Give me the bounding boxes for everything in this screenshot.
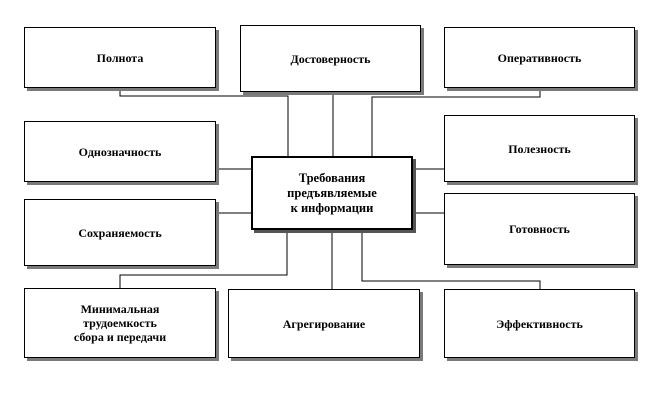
connector-trudoemkost [119,230,288,288]
node-polnota: Полнота [24,27,216,88]
node-trudoemkost: Минимальная трудоемкость сбора и передач… [24,288,216,358]
node-operativnost: Оперативность [444,27,635,88]
connector-effektivnost [361,230,541,289]
node-gotovnost: Готовность [444,193,635,265]
node-dostovernost: Достоверность [240,25,421,92]
node-poleznost: Полезность [444,115,635,182]
node-effektivnost: Эффективность [444,289,635,358]
node-sokhranyaemost: Сохраняемость [24,199,216,266]
center-node-requirements: Требования предъявляемые к информации [251,156,413,230]
connector-operativnost [371,88,541,156]
node-agregirovanie: Агрегирование [228,289,420,358]
node-odnoznachnost: Однозначность [24,121,216,182]
connector-polnota [119,88,289,156]
